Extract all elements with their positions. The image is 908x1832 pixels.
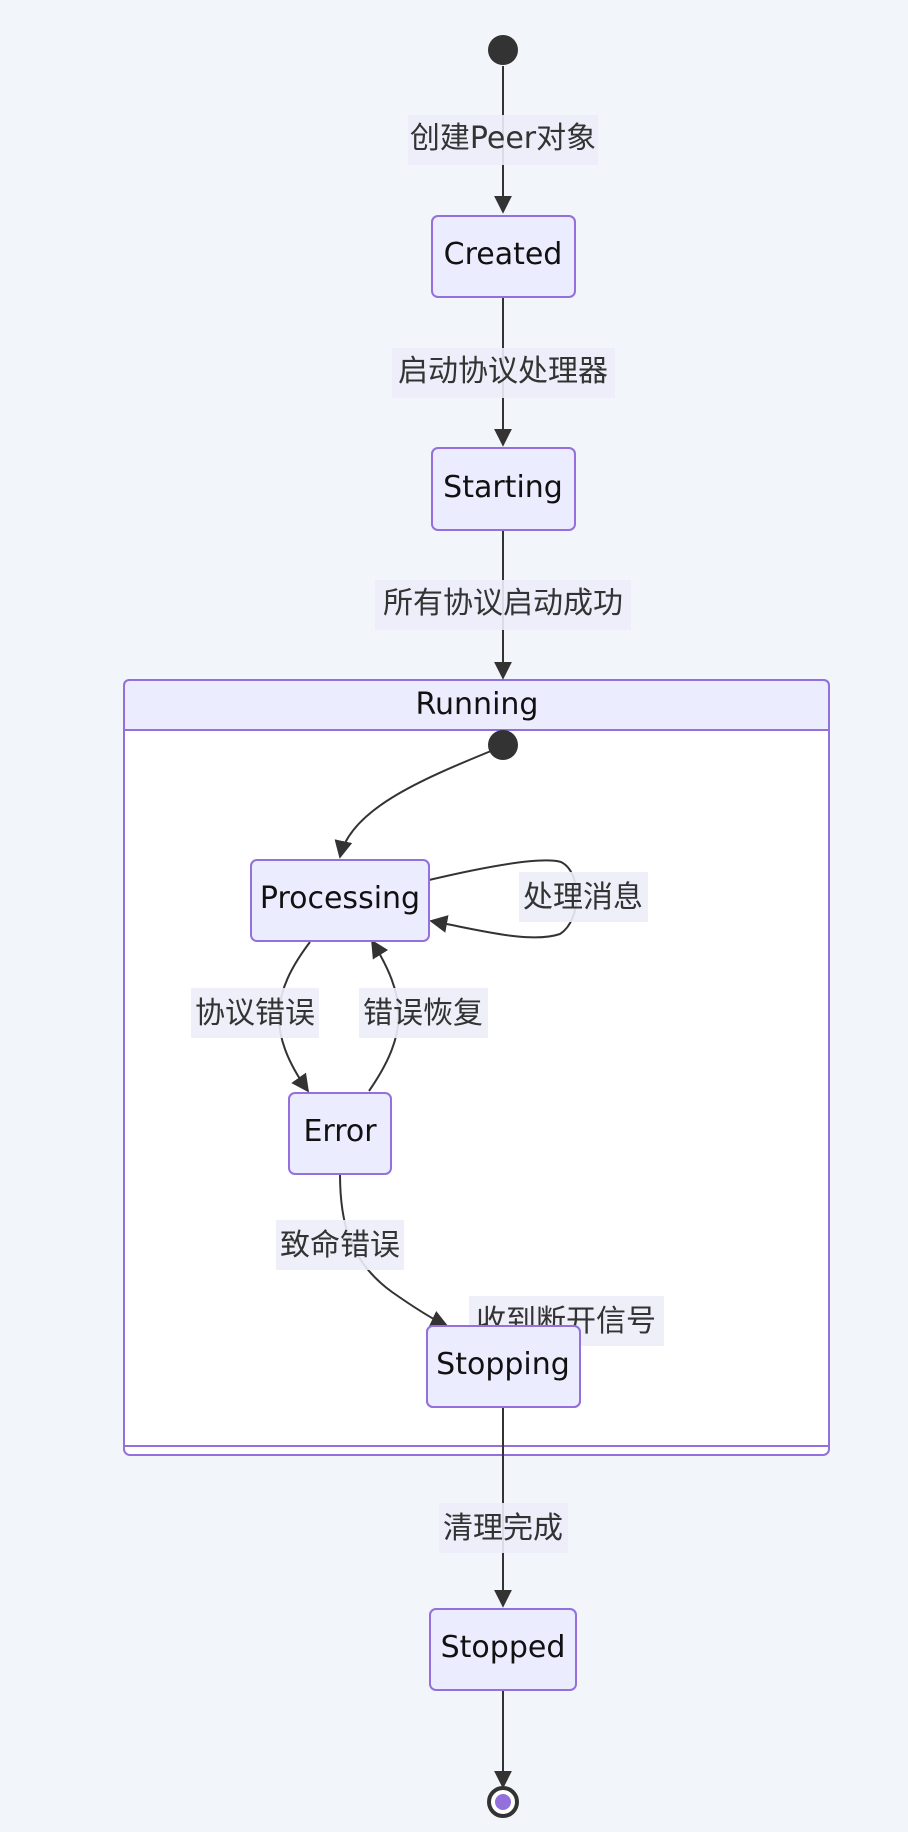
transition-label-create-peer: 创建Peer对象 (408, 115, 598, 165)
svg-text:处理消息: 处理消息 (523, 880, 643, 915)
svg-text:错误恢复: 错误恢复 (363, 996, 483, 1031)
state-stopping-overlay: Stopping (426, 1325, 581, 1408)
state-processing[interactable]: Processing (250, 859, 430, 942)
svg-text:创建Peer对象: 创建Peer对象 (410, 121, 596, 156)
inner-initial-state-dot (488, 730, 518, 760)
state-label-stopping-overlay: Stopping (436, 1347, 570, 1382)
state-label-error: Error (303, 1114, 377, 1149)
edge-inner-start-processing (334, 750, 492, 859)
state-stopped[interactable]: Stopped (429, 1608, 577, 1691)
svg-text:协议错误: 协议错误 (195, 996, 315, 1031)
state-starting[interactable]: Starting (431, 447, 576, 531)
svg-text:致命错误: 致命错误 (280, 1228, 400, 1263)
state-label-stopped: Stopped (441, 1630, 566, 1665)
transition-label-protocol-error: 协议错误 (191, 988, 319, 1038)
edge-error-stopping (339, 1173, 449, 1328)
state-label-starting: Starting (443, 470, 563, 505)
transition-label-error-recovery: 错误恢复 (359, 988, 488, 1038)
svg-text:启动协议处理器: 启动协议处理器 (398, 354, 608, 389)
initial-state-dot (488, 35, 518, 65)
state-label-running: Running (416, 687, 539, 722)
transition-label-handle-message: 处理消息 (519, 872, 648, 922)
svg-text:所有协议启动成功: 所有协议启动成功 (383, 586, 623, 621)
transition-label-fatal-error: 致命错误 (276, 1220, 404, 1270)
state-label-created: Created (444, 237, 563, 272)
transition-label-start-handlers: 启动协议处理器 (392, 348, 615, 398)
transition-label-all-started: 所有协议启动成功 (375, 580, 631, 630)
svg-text:清理完成: 清理完成 (443, 1511, 563, 1546)
transition-label-cleanup-done: 清理完成 (439, 1503, 568, 1553)
state-error[interactable]: Error (288, 1092, 392, 1175)
final-state-dot (487, 1786, 519, 1818)
state-created[interactable]: Created (431, 215, 576, 298)
state-label-processing: Processing (260, 881, 420, 916)
